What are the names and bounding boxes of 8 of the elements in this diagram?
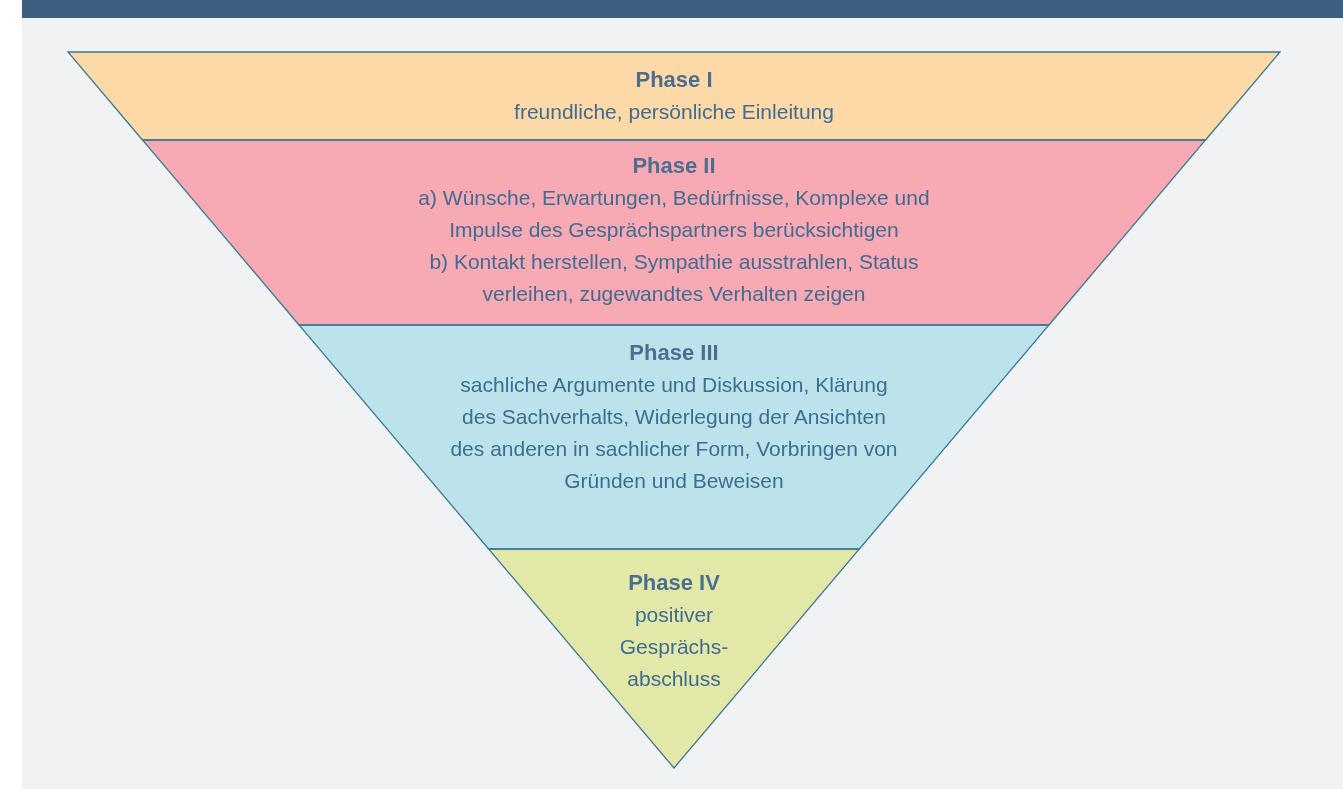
phase-heading: Phase III bbox=[629, 339, 719, 367]
phase-heading: Phase IV bbox=[628, 569, 720, 597]
phase-description: freundliche, persönliche Einleitung bbox=[513, 99, 835, 125]
phase-description: positiver Gesprächs- abschluss bbox=[618, 602, 730, 692]
phase-description: sachliche Argumente und Diskussion, Klärung des Sachverhalts, Widerlegung der Ansichten des anderen in sachlicher Form, Vorbringen von Gründen und Beweisen bbox=[449, 372, 899, 494]
phase-description: b) Kontakt herstellen, Sympathie ausstrahlen, Status verleihen, zugewandtes Verhalten zeigen bbox=[428, 249, 920, 307]
phase-heading: Phase II bbox=[632, 152, 716, 180]
phase-heading: Phase I bbox=[635, 66, 713, 94]
